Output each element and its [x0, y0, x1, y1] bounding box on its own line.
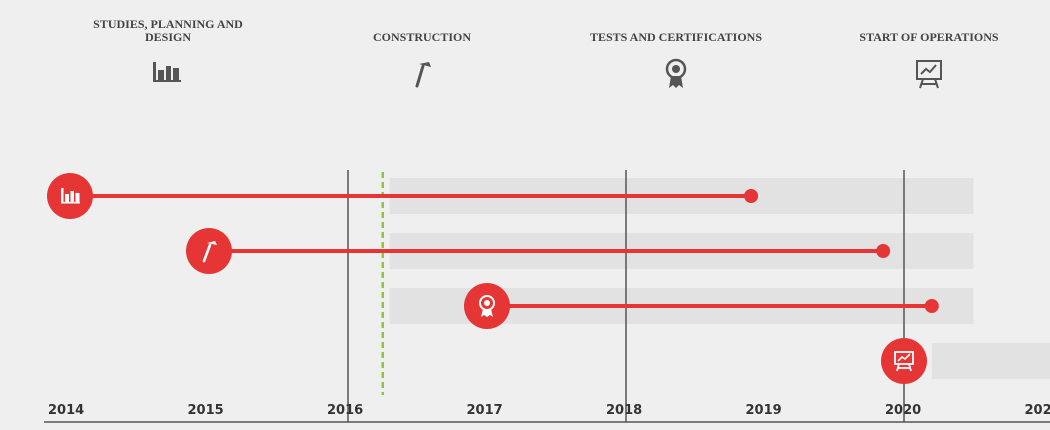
x-tick-label: 2018 [606, 403, 642, 418]
x-tick-label: 2014 [48, 403, 84, 418]
phase-label: START OF OPERATIONS [859, 30, 999, 44]
phase-header-tests: TESTS AND CERTIFICATIONS [581, 14, 771, 88]
phase-label: STUDIES, PLANNING AND DESIGN [93, 17, 243, 44]
row-band [931, 343, 1050, 379]
phase-start-marker [47, 173, 93, 219]
phase-label: TESTS AND CERTIFICATIONS [589, 30, 763, 44]
x-tick-label: 2017 [467, 403, 503, 418]
phase-end-dot [744, 189, 759, 203]
bar-chart-icon [73, 58, 263, 88]
phase-end-dot [924, 299, 939, 313]
x-tick-label: 2015 [188, 403, 224, 418]
presentation-board-icon [894, 351, 914, 372]
hammer-icon [327, 58, 517, 88]
x-tick-label: 2019 [746, 403, 782, 418]
phase-header-construction: CONSTRUCTION [327, 14, 517, 88]
bar-chart-icon [61, 188, 80, 204]
award-ribbon-icon [581, 58, 771, 88]
x-tick-label: 2020 [885, 403, 921, 418]
phase-end-dot [876, 244, 891, 258]
phase-header-operations: START OF OPERATIONS [834, 14, 1024, 89]
presentation-board-icon [834, 58, 1024, 89]
x-tick-label: 2021 [1025, 403, 1050, 418]
x-tick-label: 2016 [327, 403, 363, 418]
award-ribbon-icon [479, 295, 495, 317]
phase-header-studies: STUDIES, PLANNING AND DESIGN [73, 14, 263, 88]
phase-label: CONSTRUCTION [372, 30, 471, 44]
phase-start-marker [881, 338, 927, 384]
hammer-icon [202, 241, 217, 263]
